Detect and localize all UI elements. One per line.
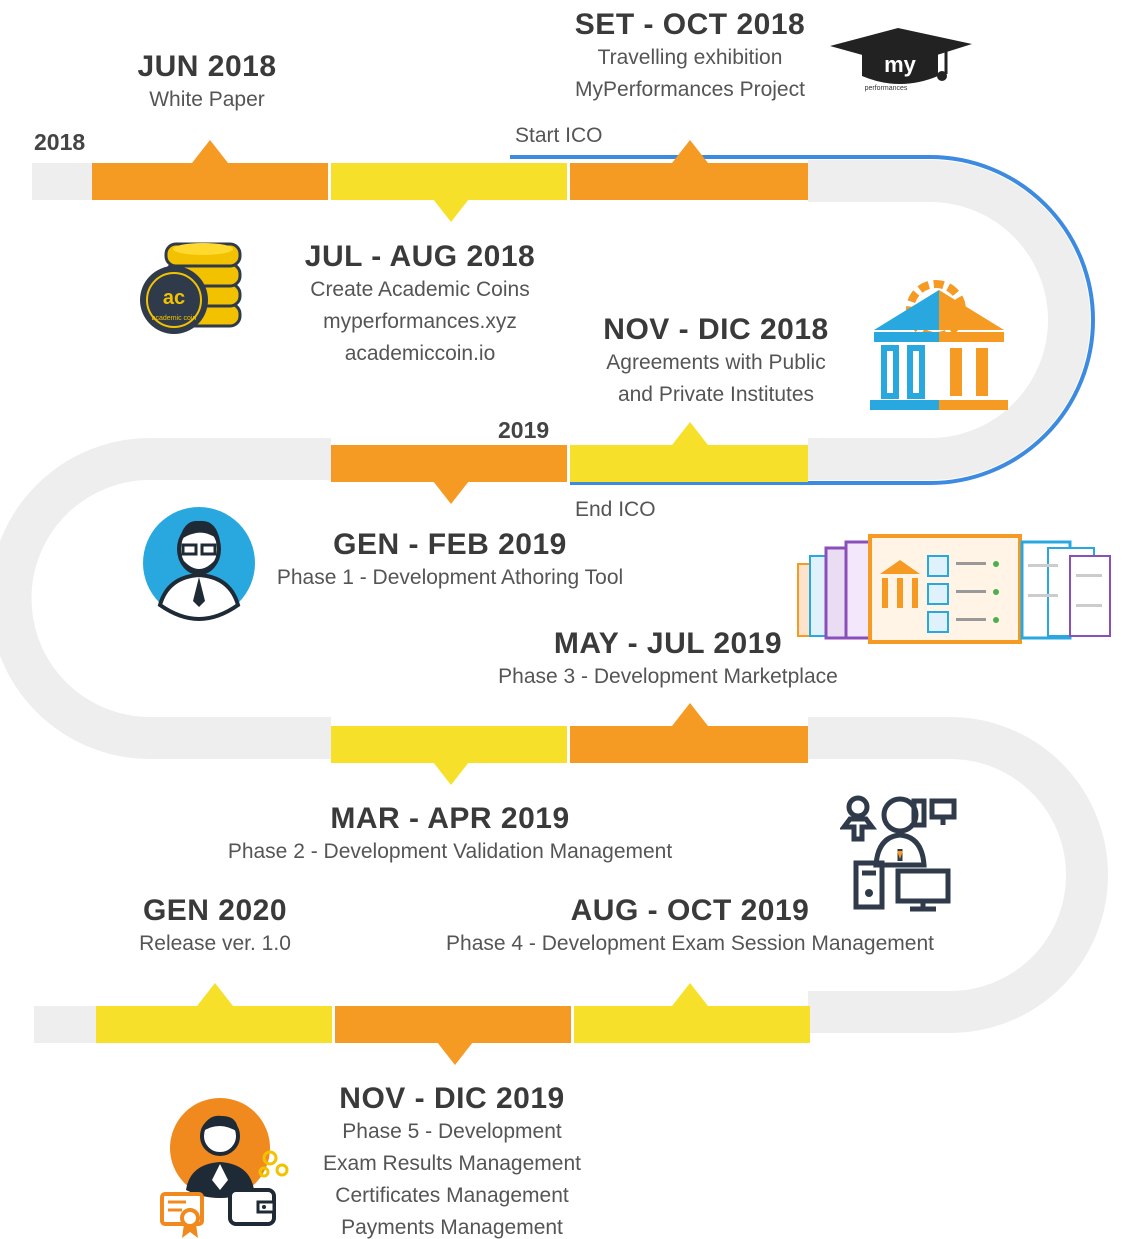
milestone-desc: Phase 3 - Development Marketplace bbox=[498, 665, 838, 688]
milestone-aug-oct-2019: AUG - OCT 2019 Phase 4 - Development Exa… bbox=[446, 894, 934, 960]
milestone-desc: Exam Results Management bbox=[323, 1152, 581, 1175]
segment-mar-apr-2019 bbox=[331, 726, 567, 763]
milestone-gen-2020: GEN 2020 Release ver. 1.0 bbox=[139, 894, 291, 960]
segment-nov-dic-2019 bbox=[335, 1006, 571, 1043]
milestone-desc: Travelling exhibition bbox=[597, 46, 783, 69]
milestone-date: GEN 2020 bbox=[142, 894, 288, 927]
coin-caption: academic coin bbox=[152, 315, 197, 322]
milestone-date: MAY - JUL 2019 bbox=[553, 627, 783, 660]
milestone-jul-aug-2018: JUL - AUG 2018 Create Academic Coins myp… bbox=[305, 240, 535, 370]
milestone-desc: Phase 4 - Development Exam Session Manag… bbox=[446, 932, 934, 955]
end-ico-label: End ICO bbox=[575, 498, 656, 521]
milestone-desc: and Private Institutes bbox=[617, 383, 815, 406]
graduation-cap-logo: my performances bbox=[830, 28, 972, 92]
logo-brand-text: my bbox=[884, 52, 917, 77]
year-label-2019: 2019 bbox=[498, 417, 550, 443]
institution-icon bbox=[870, 280, 1008, 410]
milestone-date: JUL - AUG 2018 bbox=[304, 240, 536, 273]
year-label-2018: 2018 bbox=[34, 129, 86, 155]
milestone-date: SET - OCT 2018 bbox=[574, 8, 806, 41]
segment-may-jul-2019 bbox=[570, 726, 808, 763]
start-ico-label: Start ICO bbox=[515, 124, 603, 147]
network-user-icon bbox=[840, 795, 957, 912]
milestone-desc: Phase 1 - Development Athoring Tool bbox=[276, 566, 624, 589]
milestone-gen-feb-2019: GEN - FEB 2019 Phase 1 - Development Ath… bbox=[277, 528, 623, 594]
milestone-may-jul-2019: MAY - JUL 2019 Phase 3 - Development Mar… bbox=[498, 627, 838, 693]
segment-jun-2018 bbox=[92, 163, 328, 200]
segment-gen-feb-2019 bbox=[331, 445, 567, 482]
milestone-desc: academiccoin.io bbox=[344, 342, 496, 365]
coin-stack-icon: ac academic coin bbox=[140, 242, 242, 334]
coin-letters: ac bbox=[163, 287, 185, 309]
milestone-desc: Release ver. 1.0 bbox=[139, 932, 291, 955]
segment-gen-2020 bbox=[96, 1006, 332, 1043]
milestone-desc: MyPerformances Project bbox=[575, 78, 805, 101]
segment-aug-oct-2019 bbox=[574, 1006, 810, 1043]
milestone-set-oct-2018: SET - OCT 2018 Travelling exhibition MyP… bbox=[575, 8, 805, 106]
developer-avatar-icon bbox=[143, 507, 255, 622]
milestone-desc: Phase 5 - Development bbox=[342, 1120, 562, 1143]
milestone-date: MAR - APR 2019 bbox=[330, 802, 570, 835]
milestone-desc: Payments Management bbox=[341, 1216, 563, 1239]
manager-avatar-icon bbox=[160, 1098, 289, 1238]
milestone-date: GEN - FEB 2019 bbox=[333, 528, 567, 561]
milestone-nov-dic-2018: NOV - DIC 2018 Agreements with Public an… bbox=[603, 313, 828, 411]
milestone-date: AUG - OCT 2019 bbox=[570, 894, 810, 927]
milestone-desc: Agreements with Public bbox=[606, 351, 826, 374]
segment-nov-dic-2018 bbox=[570, 445, 808, 482]
milestone-nov-dic-2019: NOV - DIC 2019 Phase 5 - Development Exa… bbox=[323, 1082, 581, 1239]
milestone-desc: Phase 2 - Development Validation Managem… bbox=[227, 840, 673, 863]
milestone-desc: White Paper bbox=[149, 88, 265, 111]
milestone-desc: myperformances.xyz bbox=[323, 310, 517, 333]
segment-set-oct-2018 bbox=[570, 163, 808, 200]
segment-jul-aug-2018 bbox=[331, 163, 567, 200]
milestone-date: JUN 2018 bbox=[137, 50, 277, 83]
milestone-date: NOV - DIC 2019 bbox=[339, 1082, 565, 1115]
milestone-desc: Certificates Management bbox=[335, 1184, 569, 1207]
logo-sub-text: performances bbox=[865, 85, 908, 92]
milestone-jun-2018: JUN 2018 White Paper bbox=[137, 50, 276, 116]
document-pages-icon bbox=[797, 534, 1111, 644]
milestone-mar-apr-2019: MAR - APR 2019 Phase 2 - Development Val… bbox=[228, 802, 672, 868]
milestone-desc: Create Academic Coins bbox=[310, 278, 530, 301]
milestone-date: NOV - DIC 2018 bbox=[603, 313, 829, 346]
ico-period-line bbox=[510, 155, 1095, 485]
